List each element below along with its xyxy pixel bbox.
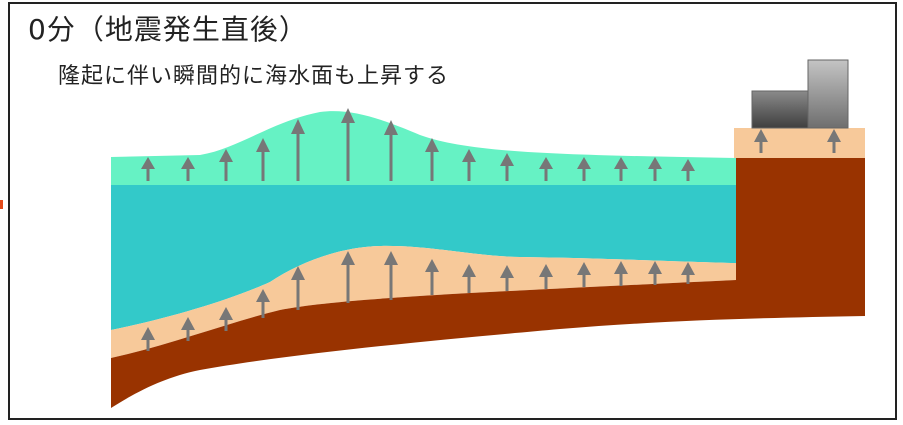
up-arrow-icon xyxy=(500,153,514,181)
sea-surface-rise xyxy=(111,111,736,185)
up-arrow-icon xyxy=(577,157,591,181)
up-arrow-icon xyxy=(181,157,195,181)
up-arrow-icon xyxy=(181,317,195,341)
up-arrow-icon xyxy=(341,251,355,303)
up-arrow-icon xyxy=(539,157,553,181)
up-arrow-icon xyxy=(614,157,628,181)
building-icon xyxy=(751,90,810,129)
up-arrow-icon xyxy=(577,262,591,287)
up-arrow-icon xyxy=(256,289,270,318)
up-arrow-icon xyxy=(291,119,305,181)
up-arrow-icon xyxy=(291,266,305,310)
up-arrow-icon xyxy=(614,261,628,286)
up-arrow-icon xyxy=(539,264,553,289)
page-subtitle: 隆起に伴い瞬間的に海水面も上昇する xyxy=(58,64,450,89)
side-mark xyxy=(0,200,3,209)
up-arrow-icon xyxy=(219,307,233,331)
up-arrow-icon xyxy=(219,149,233,181)
sea-water xyxy=(111,185,736,330)
up-arrow-icon xyxy=(462,149,476,181)
uplift-arrows xyxy=(141,108,841,351)
up-arrow-icon xyxy=(754,129,768,153)
up-arrow-icon xyxy=(425,138,439,181)
up-arrow-icon xyxy=(648,157,662,181)
up-arrow-icon xyxy=(681,159,695,181)
up-arrow-icon xyxy=(256,138,270,181)
up-arrow-icon xyxy=(384,251,398,300)
up-arrow-icon xyxy=(681,262,695,284)
seabed-crust xyxy=(111,158,865,408)
up-arrow-icon xyxy=(500,265,514,291)
page-title: 0分（地震発生直後） xyxy=(28,13,308,46)
coastal-sediment xyxy=(734,128,865,158)
up-arrow-icon xyxy=(141,157,155,181)
up-arrow-icon xyxy=(425,259,439,295)
up-arrow-icon xyxy=(462,264,476,293)
up-arrow-icon xyxy=(648,261,662,285)
up-arrow-icon xyxy=(827,129,841,153)
up-arrow-icon xyxy=(341,108,355,181)
up-arrow-icon xyxy=(384,120,398,181)
up-arrow-icon xyxy=(141,327,155,351)
building-icon xyxy=(807,59,849,129)
